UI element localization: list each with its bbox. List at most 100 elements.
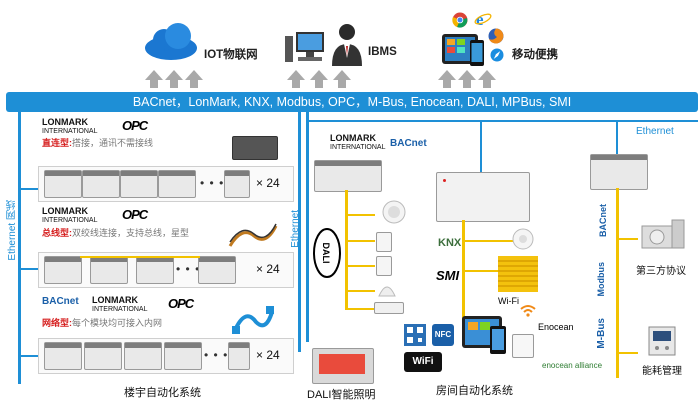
dali-display xyxy=(312,348,374,384)
hvac-equipment-icon xyxy=(641,219,685,249)
arrow-up-icon xyxy=(458,70,476,80)
arrow-up-icon xyxy=(185,70,203,80)
middle-ethernet-label: Ethernet xyxy=(290,210,301,248)
smoke-detector-icon xyxy=(512,228,534,250)
arrow-up-icon xyxy=(145,70,163,80)
bus-wire xyxy=(80,256,200,258)
dali-branch xyxy=(345,308,375,310)
mbus-logo: M-Bus xyxy=(596,318,607,349)
ellipsis: • • • xyxy=(176,262,201,276)
enocean-label: Enocean xyxy=(538,322,574,332)
module xyxy=(158,170,196,198)
safari-icon xyxy=(490,48,504,62)
module xyxy=(44,342,82,370)
arrow-stem xyxy=(170,80,178,88)
arrow-stem xyxy=(315,80,323,88)
twisted-cable-icon xyxy=(228,223,278,247)
mobile-label: 移动便携 xyxy=(512,49,558,61)
opc-logo: OPC xyxy=(122,118,148,133)
module xyxy=(84,342,122,370)
iot-label: IOT物联网 xyxy=(204,49,258,61)
right-bus-wire xyxy=(616,188,619,378)
enocean-switch xyxy=(512,334,534,358)
module-count: × 24 xyxy=(256,176,280,190)
opc-logo: OPC xyxy=(168,296,194,311)
svg-text:e: e xyxy=(476,10,484,28)
arrow-up-icon xyxy=(165,70,183,80)
module xyxy=(82,170,120,198)
dali-controller xyxy=(314,160,382,192)
network-type-label: 网络型:每个模块均可接入内网 xyxy=(42,318,163,328)
protocol-bus: BACnet，LonMark, KNX, Modbus, OPC，M-Bus, … xyxy=(6,92,698,112)
cloud-icon xyxy=(145,23,197,60)
room-branch xyxy=(462,240,520,242)
wifi-signal-icon xyxy=(520,305,536,317)
arrow-stem xyxy=(443,80,451,88)
spotlight-icon xyxy=(378,286,396,297)
module xyxy=(198,256,236,284)
middle-ethernet-line xyxy=(306,112,309,342)
operator-icon xyxy=(332,24,362,66)
qr-code-icon xyxy=(404,324,426,346)
right-branch xyxy=(616,238,638,240)
room-controller xyxy=(436,172,530,222)
dali-branch xyxy=(345,240,375,242)
left-panel-line xyxy=(298,112,301,352)
bacnet-logo: BACnet xyxy=(42,296,79,307)
module xyxy=(164,342,202,370)
energy-meter-icon xyxy=(648,326,676,356)
wifi-badge: WiFi xyxy=(404,352,442,372)
building-automation-caption: 楼宇自动化系统 xyxy=(124,387,201,399)
nfc-badge: NFC xyxy=(432,324,454,346)
module xyxy=(136,256,174,284)
left-branch-2 xyxy=(18,268,38,270)
energy-label: 能耗管理 xyxy=(642,366,682,377)
chrome-icon xyxy=(452,12,468,28)
ellipsis: • • • xyxy=(200,176,225,190)
opc-logo: OPC xyxy=(122,207,148,222)
module xyxy=(228,342,250,370)
left-ethernet-label: Ethernet 网线 xyxy=(7,200,18,261)
firefox-icon xyxy=(488,28,504,44)
module xyxy=(124,342,162,370)
module-count: × 24 xyxy=(256,348,280,362)
arrow-stem xyxy=(292,80,300,88)
knx-logo: KNX xyxy=(438,237,462,249)
network-cable-icon xyxy=(232,306,274,334)
arrow-stem xyxy=(338,80,346,88)
arrow-stem xyxy=(150,80,158,88)
module xyxy=(120,170,158,198)
computer-icon xyxy=(285,32,324,62)
direct-type-label: 直连型:搭接，通讯不需接线 xyxy=(42,138,154,148)
ie-icon: e xyxy=(474,10,492,28)
left-branch-1 xyxy=(18,188,38,190)
arrow-up-icon xyxy=(287,70,305,80)
dali-switch xyxy=(376,232,392,252)
module-count: × 24 xyxy=(256,262,280,276)
gateway-controller xyxy=(590,154,648,190)
room-bus-wire xyxy=(462,220,465,330)
direct-connector-device xyxy=(232,136,278,160)
dali-branch xyxy=(345,265,375,267)
room-phone-icon xyxy=(490,326,506,354)
dali-wire xyxy=(345,190,348,310)
module xyxy=(90,256,128,284)
ellipsis: • • • xyxy=(204,348,229,362)
room-uplink xyxy=(480,120,482,172)
right-ethernet-label: Ethernet xyxy=(636,126,674,137)
ceiling-light-icon xyxy=(382,200,406,224)
dali-caption: DALI智能照明 xyxy=(307,389,376,401)
dali-branch xyxy=(345,290,375,292)
arrow-up-icon xyxy=(333,70,351,80)
left-ethernet-line xyxy=(18,112,21,384)
bus-type-label: 总线型:双绞线连接，支持总线，星型 xyxy=(42,228,190,238)
enocean-alliance-logo: enocean alliance xyxy=(542,361,603,370)
module xyxy=(44,170,82,198)
dali-branch xyxy=(345,214,375,216)
modbus-logo: Modbus xyxy=(596,262,606,297)
room-branch xyxy=(462,270,520,272)
dali-driver xyxy=(374,302,404,314)
